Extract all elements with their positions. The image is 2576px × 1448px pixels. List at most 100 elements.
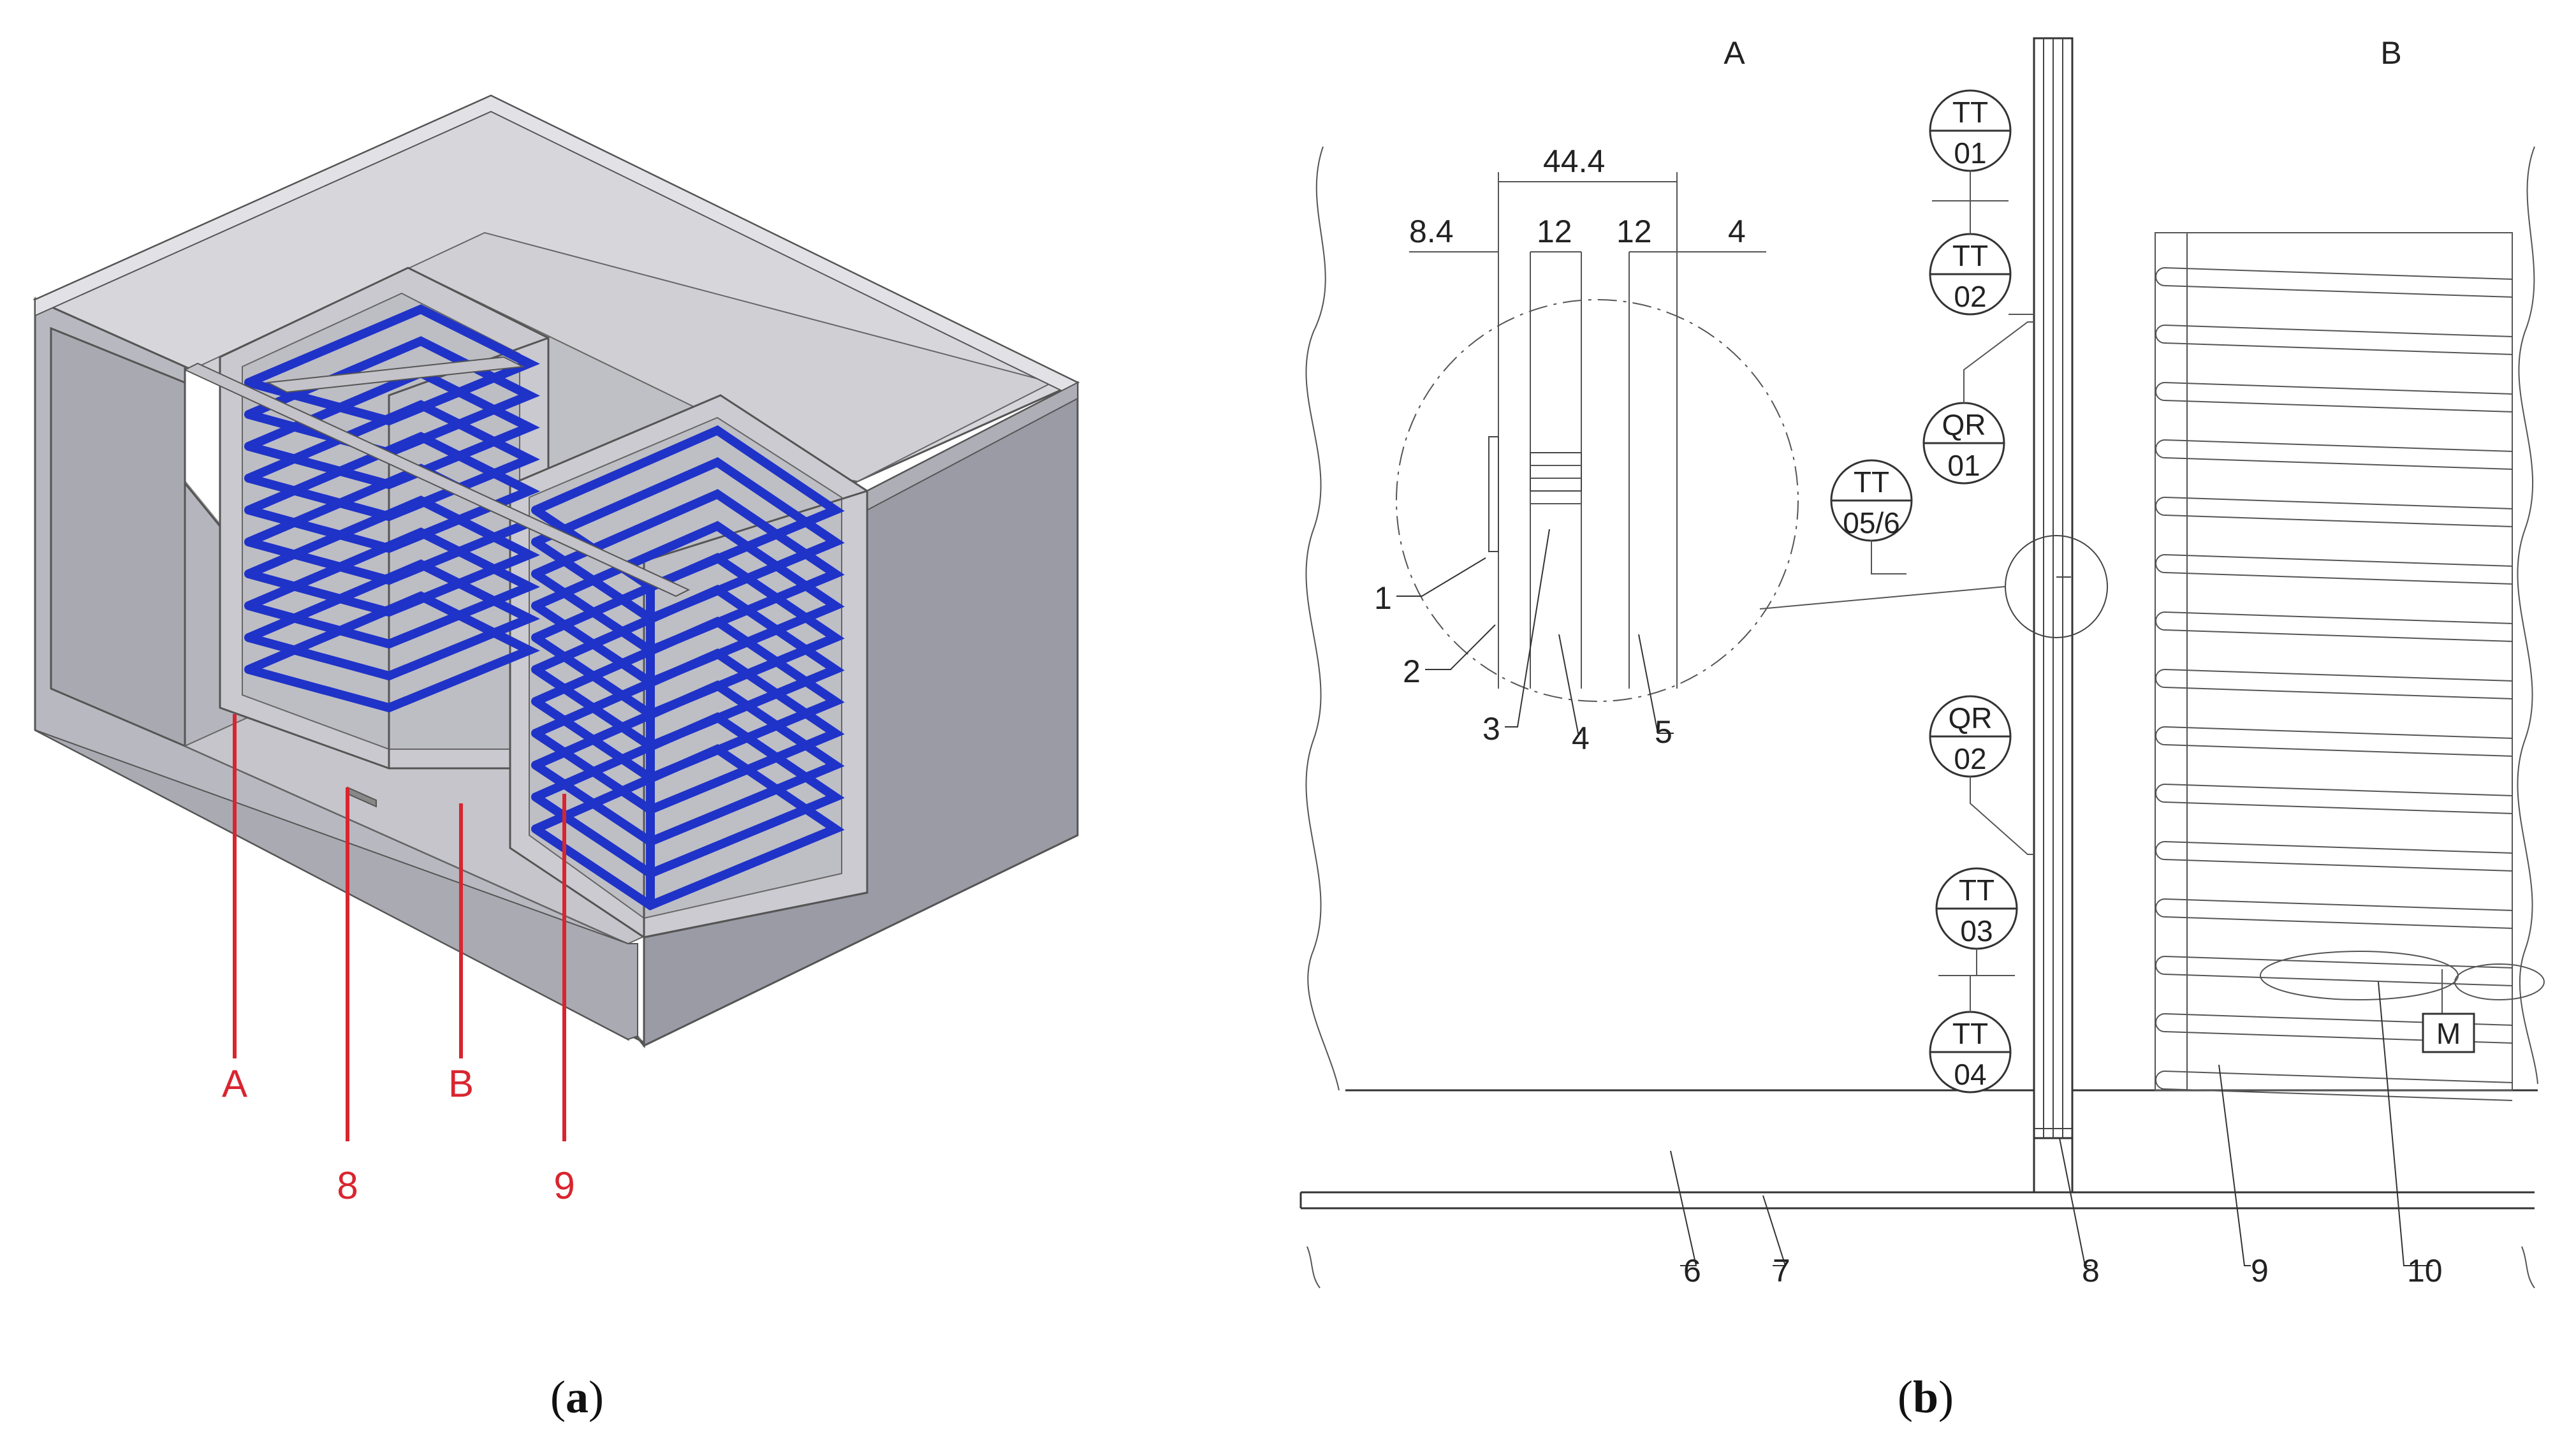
coil-tube (2164, 956, 2513, 969)
callout-7: 7 (1773, 1253, 1790, 1289)
left-wall (50, 326, 186, 748)
detail-circle (1396, 299, 1799, 702)
svg-text:QR: QR (1949, 701, 1993, 735)
coil-tube-bend (2155, 841, 2165, 860)
callout-10: 10 (2407, 1253, 2443, 1289)
svg-text:TT: TT (1952, 96, 1988, 129)
svg-text:03: 03 (1960, 914, 1993, 947)
partition-wall (2033, 37, 2074, 1139)
motor-label: M (2436, 1017, 2461, 1050)
coil-tube (2164, 669, 2513, 682)
detail-fastener (1530, 452, 1582, 492)
coil-tube (2164, 400, 2513, 413)
coil-tube (2164, 974, 2513, 986)
coil-tube (2164, 285, 2513, 298)
coil-tube-bend (2155, 1071, 2165, 1090)
sensor-tt-03: TT 03 (1935, 867, 2018, 976)
caption-a: (a) (550, 1371, 604, 1422)
dim-d2: 12 (1537, 214, 1572, 249)
coil-tube (2164, 784, 2513, 796)
svg-text:TT: TT (1854, 465, 1889, 499)
svg-text:02: 02 (1954, 280, 1986, 313)
coil-tube (2164, 726, 2513, 739)
svg-text:05/6: 05/6 (1843, 506, 1900, 539)
top-beam (183, 362, 691, 597)
coil-tube (2164, 687, 2513, 699)
callout-4: 4 (1572, 720, 1590, 756)
callout-2: 2 (1403, 654, 1421, 689)
caption-b: (b) (1898, 1371, 1954, 1422)
callout-1: 1 (1374, 580, 1392, 616)
coil-tube-bend (2155, 611, 2165, 631)
svg-text:QR: QR (1942, 408, 1986, 441)
coil-tube-bend (2155, 554, 2165, 573)
break-line-right (2517, 146, 2538, 1085)
sensor-qr-02: QR 02 (1929, 695, 2034, 855)
coil-tube (2164, 457, 2513, 470)
coil-tube-bend (2155, 439, 2165, 458)
coil-tube-bend (2155, 267, 2165, 286)
dim-d4: 4 (1728, 214, 1746, 249)
partition-detail-marker (2005, 535, 2108, 638)
coil-tube (2164, 898, 2513, 911)
fan: M (2260, 951, 2545, 1053)
break-line-left (1305, 146, 1340, 1091)
bottom-base (34, 729, 638, 1041)
panel-b: A B (1299, 35, 2545, 1422)
svg-text:01: 01 (1954, 136, 1986, 170)
svg-text:TT: TT (1952, 1017, 1988, 1050)
coil-tube (2164, 1071, 2513, 1083)
dim-d3: 12 (1616, 214, 1652, 249)
sensor-qr-01: QR 01 (1922, 321, 2034, 485)
coil-tube (2164, 611, 2513, 624)
coil-tube-bend (2155, 726, 2165, 745)
sensor-tags: TT 01 TT 02 QR 01 (1830, 89, 2034, 1093)
svg-text:01: 01 (1947, 449, 1980, 482)
coil-tube (2164, 572, 2513, 585)
coil-tube-bend (2155, 669, 2165, 688)
coil-tube-bend (2155, 497, 2165, 516)
floor-slab (1299, 1089, 2538, 1210)
coil-tube (2164, 267, 2513, 280)
coil-tube (2164, 515, 2513, 527)
coil-tube-bend (2155, 325, 2165, 344)
coil-tube-bend (2155, 898, 2165, 918)
zone-label-A: A (1723, 35, 1745, 71)
coil-tube-bend (2155, 784, 2165, 803)
coil-tube (2164, 841, 2513, 854)
coil-tube (2164, 629, 2513, 642)
coil-tube (2164, 801, 2513, 814)
pipe-coil-a (244, 304, 540, 713)
callout-3: 3 (1482, 711, 1500, 747)
top-crossbar (265, 356, 525, 393)
label-B-red: B (448, 1062, 474, 1105)
coil-tube (2164, 859, 2513, 872)
callout-leaders (1396, 529, 2433, 1266)
motor-box (2422, 1013, 2475, 1053)
dim-d1: 8.4 (1409, 214, 1454, 249)
callout-5: 5 (1655, 714, 1672, 750)
label-A-red: A (222, 1062, 247, 1105)
callout-6: 6 (1683, 1253, 1701, 1289)
coil-tube-bend (2155, 382, 2165, 401)
svg-text:04: 04 (1954, 1058, 1986, 1091)
sensor-tt-02: TT 02 (1929, 201, 2034, 316)
coil-tube (2164, 744, 2513, 757)
svg-text:TT: TT (1952, 239, 1988, 272)
coil-tubes (2155, 267, 2513, 1101)
coil-tube (2164, 497, 2513, 509)
svg-text:02: 02 (1954, 742, 1986, 775)
coil-tube (2164, 554, 2513, 567)
break-line-bottom-right (2521, 1246, 2535, 1289)
callout-9: 9 (2251, 1253, 2269, 1289)
coil-tube (2164, 916, 2513, 929)
break-line-bottom-left (1306, 1246, 1321, 1289)
sensor-tt-01: TT 01 (1929, 89, 2012, 201)
coil-tube (2164, 439, 2513, 452)
coil-tube (2164, 382, 2513, 395)
dim-total: 44.4 (1543, 143, 1605, 179)
coil-tube-bend (2155, 956, 2165, 975)
callout-8: 8 (2082, 1253, 2100, 1289)
svg-text:TT: TT (1959, 874, 1994, 907)
